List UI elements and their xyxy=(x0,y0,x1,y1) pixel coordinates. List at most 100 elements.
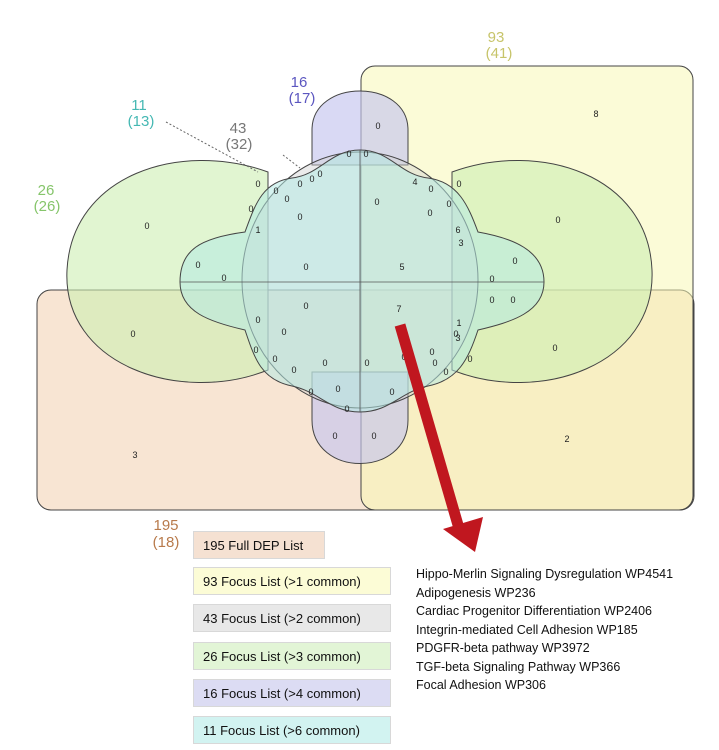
region-count: 0 xyxy=(375,121,380,131)
region-count: 3 xyxy=(132,450,137,460)
arrow-shaft xyxy=(394,323,464,527)
set-count-sub: (17) xyxy=(289,90,316,107)
region-count: 3 xyxy=(458,238,463,248)
region-count: 0 xyxy=(510,295,515,305)
region-count: 0 xyxy=(443,367,448,377)
region-count: 0 xyxy=(552,343,557,353)
set-size: 93 xyxy=(488,29,505,46)
region-count: 0 xyxy=(374,197,379,207)
region-count: 0 xyxy=(221,273,226,283)
region-count: 0 xyxy=(309,174,314,184)
pathway-item: Focal Adhesion WP306 xyxy=(416,678,546,692)
label-leader-gt2 xyxy=(282,154,301,169)
region-count: 0 xyxy=(144,221,149,231)
region-count: 0 xyxy=(427,208,432,218)
set-size: 11 xyxy=(131,97,147,114)
region-count: 8 xyxy=(593,109,598,119)
set-size: 26 xyxy=(38,182,55,199)
region-count: 0 xyxy=(317,169,322,179)
region-count: 0 xyxy=(335,384,340,394)
set-label-focus-gt2: 43 (32) xyxy=(226,120,253,153)
region-count: 0 xyxy=(364,358,369,368)
set-count-sub: (41) xyxy=(486,45,513,62)
set-size: 43 xyxy=(230,120,247,137)
pathway-item: TGF-beta Signaling Pathway WP366 xyxy=(416,659,621,674)
legend-label: 11 Focus List (>6 common) xyxy=(203,722,360,738)
region-count: 0 xyxy=(489,274,494,284)
region-count: 2 xyxy=(564,434,569,444)
pathway-item: Cardiac Progenitor Differentiation WP240… xyxy=(416,604,653,618)
region-count: 0 xyxy=(284,194,289,204)
pathway-item: Adipogenesis WP236 xyxy=(416,585,536,600)
set-label-focus-gt6: 11 (13) xyxy=(128,97,155,130)
region-count: 0 xyxy=(272,354,277,364)
region-count: 0 xyxy=(429,347,434,357)
set-label-focus-gt1: 93 (41) xyxy=(486,29,513,62)
region-count: 1 xyxy=(255,225,260,235)
legend-focus-gt3: 26 Focus List (>3 common) xyxy=(193,642,391,670)
region-count: 0 xyxy=(446,199,451,209)
region-count: 0 xyxy=(303,262,308,272)
region-count: 0 xyxy=(346,149,351,159)
set-count-sub: (18) xyxy=(153,534,180,551)
legend-focus-gt4: 16 Focus List (>4 common) xyxy=(193,679,391,707)
legend-focus-gt6: 11 Focus List (>6 common) xyxy=(193,716,391,744)
region-count: 0 xyxy=(195,260,200,270)
region-count: 0 xyxy=(297,179,302,189)
legend-full-dep-list: 195 Full DEP List xyxy=(193,531,325,559)
region-count: 0 xyxy=(389,387,394,397)
region-count: 0 xyxy=(130,329,135,339)
region-count: 0 xyxy=(255,179,260,189)
pathway-item: Integrin-mediated Cell Adhesion WP185 xyxy=(416,622,638,637)
region-count: 0 xyxy=(248,204,253,214)
region-count: 0 xyxy=(555,215,560,225)
legend-label: 93 Focus List (>1 common) xyxy=(203,573,361,589)
legend-label: 26 Focus List (>3 common) xyxy=(203,648,361,664)
set-count-sub: (26) xyxy=(34,198,61,215)
region-count: 0 xyxy=(428,184,433,194)
region-count: 6 xyxy=(455,225,460,235)
region-count: 5 xyxy=(399,262,404,272)
region-count: 0 xyxy=(291,365,296,375)
region-count: 3 xyxy=(455,333,460,343)
set-count-sub: (32) xyxy=(226,136,253,153)
region-count: 0 xyxy=(322,358,327,368)
pathway-item: Hippo-Merlin Signaling Dysregulation WP4… xyxy=(416,567,674,581)
legend-label: 195 Full DEP List xyxy=(203,537,304,553)
region-count: 0 xyxy=(303,301,308,311)
region-count: 4 xyxy=(412,177,417,187)
region-count: 0 xyxy=(456,179,461,189)
region-count: 0 xyxy=(512,256,517,266)
pathway-item: PDGFR-beta pathway WP3972 xyxy=(416,641,590,655)
set-shape-focus-gt3 xyxy=(66,160,653,383)
set-size: 195 xyxy=(153,517,178,534)
region-count: 0 xyxy=(344,404,349,414)
set-count-sub: (13) xyxy=(128,113,155,130)
region-count: 0 xyxy=(255,315,260,325)
region-count: 0 xyxy=(363,149,368,159)
region-count: 0 xyxy=(371,431,376,441)
region-count: 0 xyxy=(453,329,458,339)
region-count: 0 xyxy=(281,327,286,337)
set-label-full-dep-list: 195 (18) xyxy=(153,517,180,551)
label-leader-gt6 xyxy=(165,121,259,173)
legend-focus-gt1: 93 Focus List (>1 common) xyxy=(193,567,391,595)
set-label-focus-gt4: 16 (17) xyxy=(289,74,316,107)
region-count: 0 xyxy=(489,295,494,305)
pathway-list: Hippo-Merlin Signaling Dysregulation WP4… xyxy=(416,565,673,695)
set-size: 16 xyxy=(291,74,308,91)
legend-label: 43 Focus List (>2 common) xyxy=(203,610,361,626)
arrow-head xyxy=(443,517,483,552)
region-count: 0 xyxy=(297,212,302,222)
region-count: 0 xyxy=(332,431,337,441)
region-count: 0 xyxy=(308,387,313,397)
region-count: 0 xyxy=(432,358,437,368)
legend-focus-gt2: 43 Focus List (>2 common) xyxy=(193,604,391,632)
region-count: 7 xyxy=(396,304,401,314)
region-count: 1 xyxy=(456,318,461,328)
set-label-focus-gt3: 26 (26) xyxy=(34,182,61,215)
region-count: 0 xyxy=(253,345,258,355)
arrow-to-pathways xyxy=(394,323,483,552)
